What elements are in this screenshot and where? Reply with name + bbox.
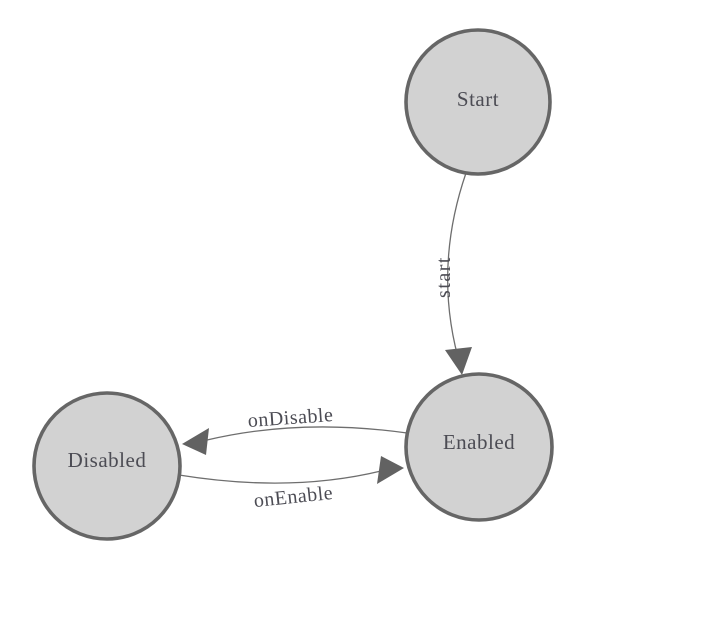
edge-line-enabled-to-disabled xyxy=(206,426,408,441)
edge-line-start-to-enabled xyxy=(447,172,467,369)
state-circle-disabled xyxy=(32,391,182,541)
state-label-disabled: Disabled xyxy=(68,448,147,472)
transition-start-to-enabled: start xyxy=(433,172,472,375)
edge-line-disabled-to-enabled xyxy=(178,470,382,484)
arrowhead-icon xyxy=(377,456,404,484)
edge-label-start: start xyxy=(433,256,455,298)
state-node-enabled: Enabled xyxy=(404,372,554,522)
state-circle-start xyxy=(404,28,552,176)
edge-label-ondisable: onDisable xyxy=(247,404,334,432)
state-circle-enabled xyxy=(404,372,554,522)
transition-disabled-to-enabled: onEnable xyxy=(178,456,404,512)
edge-label-onenable: onEnable xyxy=(253,482,334,512)
arrowhead-icon xyxy=(182,428,209,455)
state-label-start: Start xyxy=(457,87,499,111)
transition-enabled-to-disabled: onDisable xyxy=(182,404,408,455)
state-node-start: Start xyxy=(404,28,552,176)
state-node-disabled: Disabled xyxy=(32,391,182,541)
arrowhead-icon xyxy=(445,347,472,375)
state-label-enabled: Enabled xyxy=(443,430,515,454)
